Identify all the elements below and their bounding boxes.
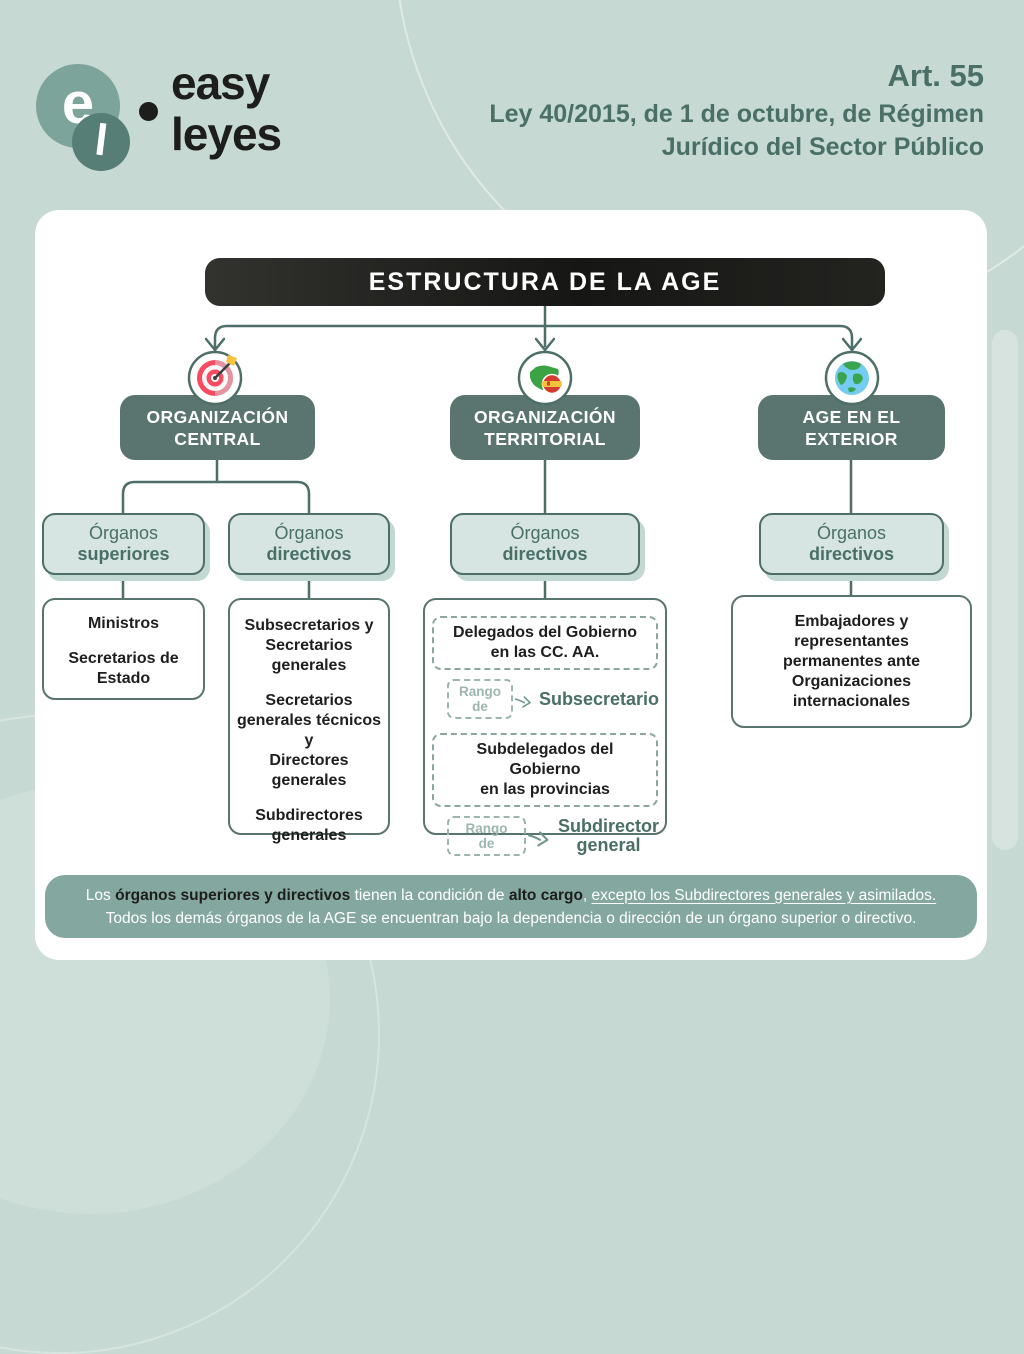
group-label-bottom: directivos: [266, 544, 352, 564]
footnote-line-2: Todos los demás órganos de la AGE se enc…: [105, 909, 917, 927]
list-item: Subdirectores generales: [255, 807, 363, 844]
arrow-right-icon: [528, 831, 549, 847]
footnote-segment: excepto los Subdirectores generales y as…: [591, 886, 937, 904]
rank-value: Subdirector general: [557, 816, 659, 855]
group-label-bottom: superiores: [77, 544, 170, 564]
group-organos-directivos-central: Órganos directivos: [228, 513, 390, 575]
group-organos-directivos-territorial: Órganos directivos: [450, 513, 640, 575]
law-reference: Art. 55 Ley 40/2015, de 1 de octubre, de…: [489, 58, 984, 164]
group-label-top: Órganos: [510, 523, 580, 543]
diagram-card: ESTRUCTURA DE LA AGE: [35, 210, 987, 960]
diagram-title-bar: ESTRUCTURA DE LA AGE: [205, 258, 885, 306]
list-item: Secretarios de Estado: [68, 650, 179, 687]
article-number: Art. 55: [887, 58, 984, 93]
footnote-line-1: Los órganos superiores y directivos tien…: [86, 884, 936, 907]
entry-delegados-gobierno: Delegados del Gobierno en las CC. AA.: [432, 616, 658, 670]
logo-dot: [139, 102, 158, 121]
group-label-top: Órganos: [88, 523, 159, 543]
footnote-segment: alto cargo: [508, 886, 583, 904]
footnote-segment: tienen la condición de: [350, 886, 509, 904]
law-title: Ley 40/2015, de 1 de octubre, de Régimen…: [489, 100, 984, 161]
list-item: Secretarios generales técnicos y Directo…: [236, 692, 382, 789]
branch-header-organizacion-central: ORGANIZACIÓN CENTRAL: [120, 395, 315, 460]
list-item: Embajadores y representantes permanentes…: [783, 612, 920, 710]
list-organos-directivos-territorial: Delegados del Gobierno en las CC. AA. Ra…: [423, 598, 667, 856]
rank-label: Rango de: [447, 679, 513, 719]
branch-header-age-exterior: AGE EN EL EXTERIOR: [758, 395, 945, 460]
group-organos-superiores: Órganos superiores: [42, 513, 205, 575]
group-organos-directivos-exterior: Órganos directivos: [759, 513, 944, 575]
brand-word-2: leyes: [171, 108, 282, 160]
rank-label: Rango de: [447, 816, 527, 856]
footnote-segment: ,: [582, 886, 592, 904]
footnote-bar: Los órganos superiores y directivos tien…: [45, 875, 977, 938]
target-icon: [187, 350, 243, 406]
list-item: Ministros: [87, 615, 160, 632]
group-label-top: Órganos: [816, 523, 887, 543]
list-organos-directivos-central: Subsecretarios y Secretarios generales S…: [228, 598, 390, 844]
list-organos-directivos-exterior: Embajadores y representantes permanentes…: [731, 595, 972, 728]
group-label-bottom: directivos: [502, 544, 588, 564]
logo-letter-l: l: [72, 113, 130, 171]
list-organos-superiores: Ministros Secretarios de Estado: [42, 598, 205, 700]
arrow-right-icon: [514, 696, 531, 708]
list-item: Subsecretarios y Secretarios generales: [244, 617, 374, 674]
rank-row: Rango de Subsecretario: [447, 679, 659, 719]
decorative-band: [992, 330, 1018, 850]
footnote-segment: Los: [85, 886, 116, 904]
rank-row: Rango de Subdirector general: [447, 816, 659, 856]
entry-subdelegados-gobierno: Subdelegados del Gobierno en las provinc…: [432, 733, 658, 807]
branch-header-organizacion-territorial: ORGANIZACIÓN TERRITORIAL: [450, 395, 640, 460]
rank-value: Subsecretario: [538, 688, 659, 709]
brand-name: easy leyes: [171, 57, 282, 160]
footnote-segment: órganos superiores y directivos: [115, 886, 351, 904]
brand-word-1: easy: [171, 57, 270, 109]
diagram-title: ESTRUCTURA DE LA AGE: [368, 267, 722, 296]
globe-icon: [824, 350, 880, 406]
spain-map-icon: [517, 350, 573, 406]
group-label-bottom: directivos: [808, 544, 895, 564]
group-label-top: Órganos: [274, 523, 344, 543]
easyleyes-logo: e l easy leyes: [36, 58, 456, 178]
